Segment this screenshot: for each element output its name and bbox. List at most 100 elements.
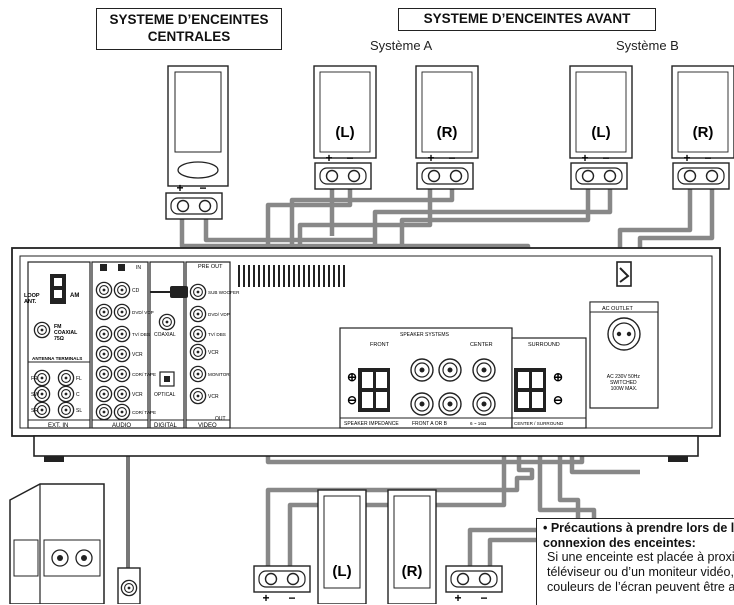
surround-left-label: (L): [332, 563, 351, 580]
pol-plus: +: [262, 591, 269, 604]
audio-cdr-out-l-jack: [113, 403, 131, 421]
video-label: VIDEO: [198, 423, 217, 429]
front-a-left-speaker: [313, 65, 377, 159]
speaker-impedance-label: SPEAKER IMPEDANCE: [344, 421, 399, 427]
front-b-left-terminal: [570, 162, 628, 190]
video-tv: TV/ DBS: [208, 332, 226, 337]
pol-minus: −: [480, 591, 487, 604]
speaker-systems-label: SPEAKER SYSTEMS: [400, 332, 450, 338]
surround-left-terminal: [253, 565, 311, 593]
digital-label: DIGITAL: [154, 423, 178, 429]
audio-cdr-out: CDR/ TAPE: [132, 410, 156, 415]
audio-vcr-out: VCR: [132, 392, 143, 398]
ext-in-fr: FR: [31, 376, 38, 382]
svg-text:⊕: ⊕: [347, 370, 357, 384]
ext-in-fl: FL: [76, 376, 82, 382]
fm-coaxial-jack: [33, 321, 51, 339]
audio-tv-r-jack: [95, 325, 113, 343]
audio-cdr-l-jack: [113, 365, 131, 383]
video-monitor-jack: [189, 365, 207, 383]
pol-minus: −: [346, 151, 353, 165]
video-vcr-in: VCR: [208, 394, 219, 400]
wire-front-b-right-plus: [580, 186, 693, 255]
note-title-line1: • Précautions à prendre lors de la: [543, 521, 734, 535]
video-tv-jack: [189, 325, 207, 343]
front-b-right-terminal: [672, 162, 730, 190]
receiver-rear-panel: ⊕ ⊖ ⊕ ⊖ LOOP ANT. AM FM COAXIAL 75Ω ANTE…: [11, 247, 721, 462]
fm-label: FM COAXIAL 75Ω: [54, 324, 79, 342]
vent-slots: [238, 265, 345, 287]
audio-cd-r-jack: [95, 281, 113, 299]
audio-dvd: DVD/ VDP: [132, 310, 154, 315]
video-vcr-jack: [189, 343, 207, 361]
surround-right-speaker: [387, 489, 437, 604]
coaxial-label: COAXIAL: [154, 332, 176, 338]
audio-cd-l-jack: [113, 281, 131, 299]
svg-text:⊖: ⊖: [553, 393, 563, 407]
audio-tv-l-jack: [113, 325, 131, 343]
center-surround-label: CENTER / SURROUND: [514, 421, 564, 426]
wire-center-minus: [203, 218, 374, 243]
impedance-note: 6 ~ 16Ω: [470, 421, 487, 426]
audio-dvd-r-jack: [95, 303, 113, 321]
ext-in-c: C: [76, 392, 80, 398]
note-body-line: couleurs de l’écran peuvent être altérée…: [547, 580, 734, 594]
pol-plus: +: [454, 591, 461, 604]
audio-label: AUDIO: [112, 423, 131, 429]
ext-in-sl-jack: [57, 401, 75, 419]
optical-label: OPTICAL: [154, 392, 176, 398]
ext-in-sw: SW: [31, 392, 39, 398]
ext-in-c-jack: [57, 385, 75, 403]
subwoofer-label: SUB WOOFER: [208, 290, 240, 295]
audio-cd: CD: [132, 288, 140, 294]
video-vcr-out-jack: [189, 387, 207, 405]
subwoofer-pre-out-jack: [189, 283, 207, 301]
front-a-left-label: (L): [335, 124, 354, 141]
pol-plus: +: [581, 151, 588, 165]
front-a-left-terminal: [314, 162, 372, 190]
front-a-right-terminal: [416, 162, 474, 190]
audio-vcr-out-r-jack: [95, 385, 113, 403]
front-b-right-label: (R): [693, 124, 714, 141]
center-speaker: [167, 65, 229, 187]
svg-text:⊕: ⊕: [553, 370, 563, 384]
surround-label: SURROUND: [528, 342, 560, 348]
pol-minus: −: [704, 151, 711, 165]
pol-minus: −: [288, 591, 295, 604]
antenna-terminals-label: ANTENNA TERMINALS: [32, 356, 82, 361]
ext-in-label: EXT. IN: [48, 423, 68, 429]
front-ab-label: FRONT A OR B: [412, 421, 448, 427]
pol-plus: +: [176, 181, 183, 195]
front-b-right-speaker: [671, 65, 734, 159]
audio-cdr-out-r-jack: [95, 403, 113, 421]
subwoofer-input-jack: [117, 567, 141, 604]
front-label: FRONT: [370, 342, 390, 348]
audio-vcr: VCR: [132, 352, 143, 358]
note-title-line2: connexion des enceintes:: [543, 536, 696, 550]
front-system-heading: SYSTEME D’ENCEINTES AVANT: [398, 8, 656, 31]
surround-left-speaker: [317, 489, 367, 604]
video-dvd: DVD/ VDP: [208, 312, 230, 317]
system-a-label: Système A: [370, 38, 433, 53]
center-speaker-terminal: [165, 192, 223, 220]
precautions-note: • Précautions à prendre lors de la conne…: [536, 518, 734, 605]
front-b-left-speaker: [569, 65, 633, 159]
surround-right-terminal: [445, 565, 503, 593]
video-dvd-jack: [189, 305, 207, 323]
wire-surround-left: [265, 396, 535, 566]
out-tag: OUT: [215, 416, 226, 422]
svg-text:⊖: ⊖: [347, 393, 357, 407]
ac-spec: AC 230V 50Hz SWITCHED 100W MAX.: [607, 374, 641, 392]
pre-out-label: PRE OUT: [198, 264, 223, 270]
loop-ant-label: LOOP ANT.: [24, 293, 41, 305]
audio-vcr-out-l-jack: [113, 385, 131, 403]
digital-coaxial-jack: [158, 313, 176, 331]
pol-minus: −: [199, 181, 206, 195]
ext-in-sl: SL: [76, 408, 82, 414]
ac-outlet-label: AC OUTLET: [602, 306, 634, 312]
audio-vcr-r-jack: [95, 345, 113, 363]
audio-cdr-r-jack: [95, 365, 113, 383]
front-a-right-speaker: [415, 65, 479, 159]
video-vcr: VCR: [208, 350, 219, 356]
